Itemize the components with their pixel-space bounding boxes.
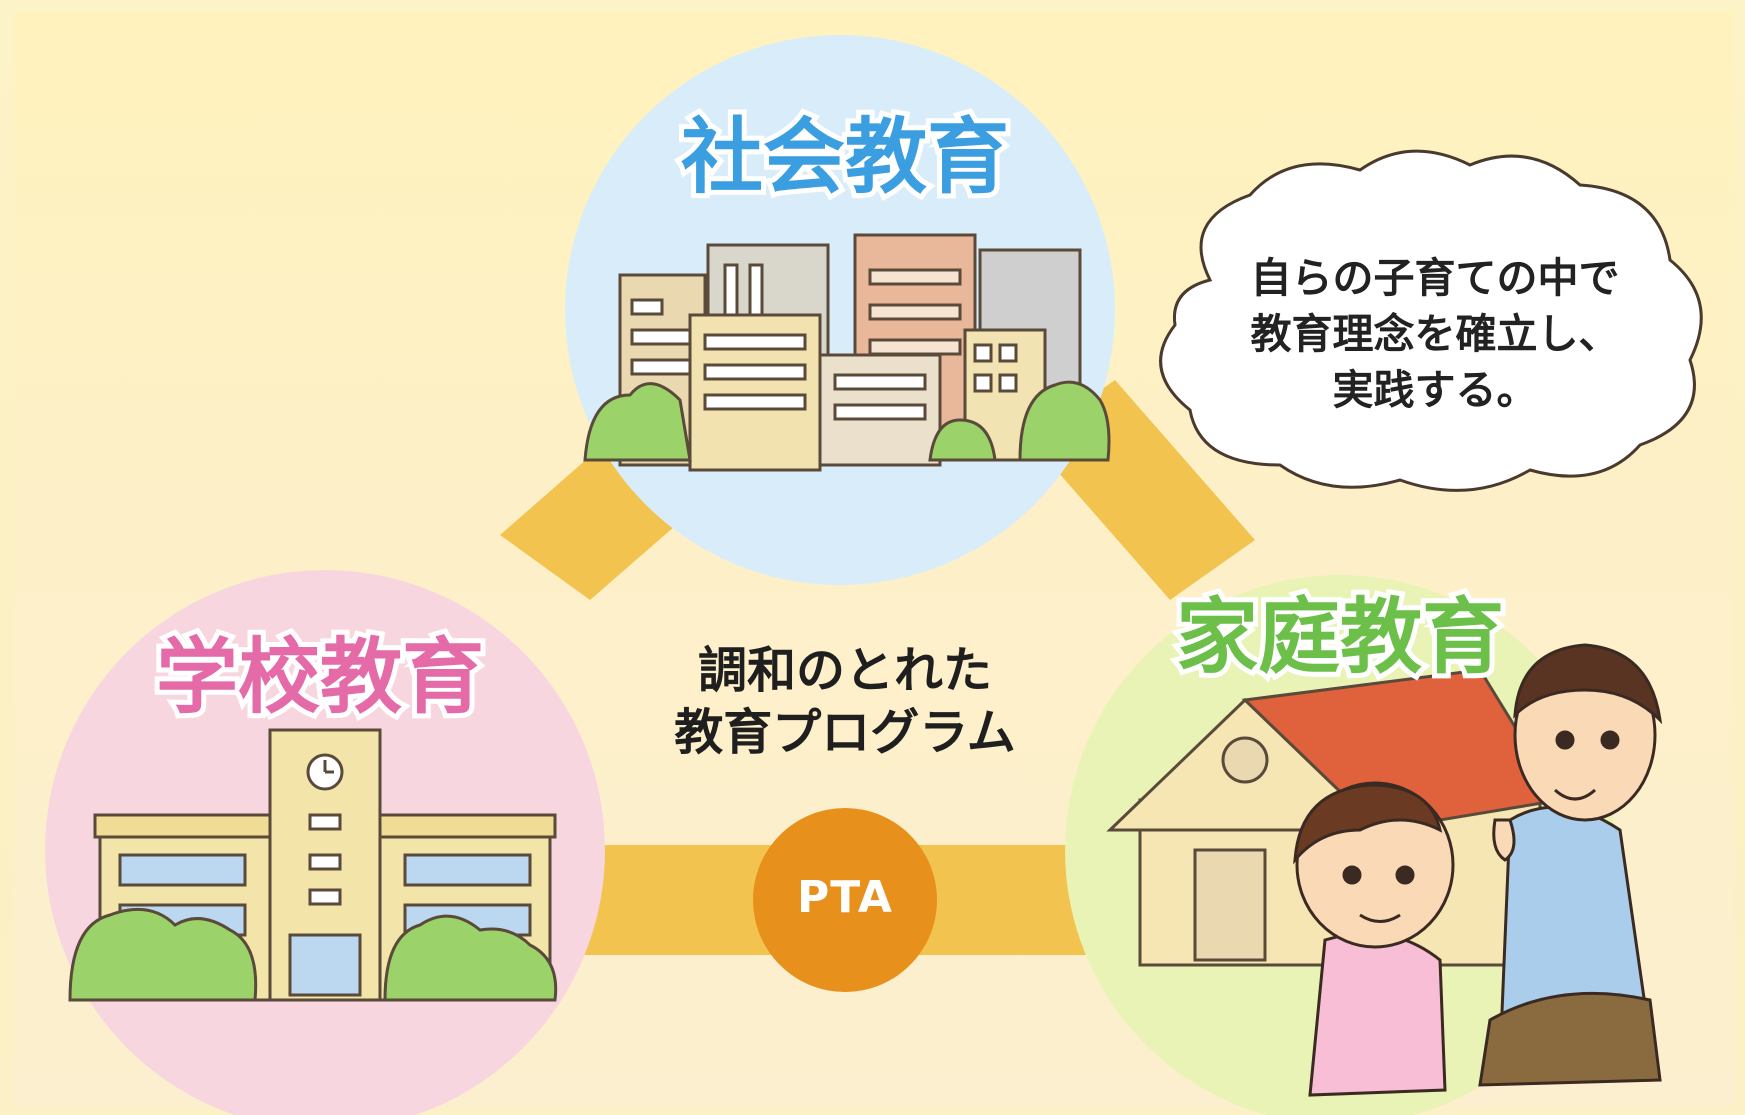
- child-figure-icon: [1293, 781, 1455, 1097]
- cloud-line: 実践する。: [1332, 366, 1538, 414]
- cloud-line: 自らの子育ての中で: [1250, 254, 1620, 302]
- father-figure-icon: [1478, 643, 1663, 1087]
- school-building-icon: [68, 728, 558, 1002]
- social-education-title: 社会教育: [681, 110, 1009, 205]
- city-buildings-icon: [583, 233, 1111, 472]
- center-caption-line: 調和のとれた: [697, 642, 992, 699]
- thought-cloud-text: 自らの子育ての中で 教育理念を確立し、 実践する。: [1205, 250, 1665, 418]
- school-education-title: 学校教育: [156, 630, 484, 725]
- pta-hub: [753, 808, 937, 992]
- center-caption: 調和のとれた 教育プログラム: [645, 640, 1045, 764]
- home-education-title: 家庭教育: [1176, 590, 1504, 685]
- center-caption-line: 教育プログラム: [674, 704, 1016, 761]
- cloud-line: 教育理念を確立し、: [1250, 310, 1620, 358]
- thought-cloud: [1159, 149, 1703, 492]
- pta-label: PTA: [797, 872, 893, 923]
